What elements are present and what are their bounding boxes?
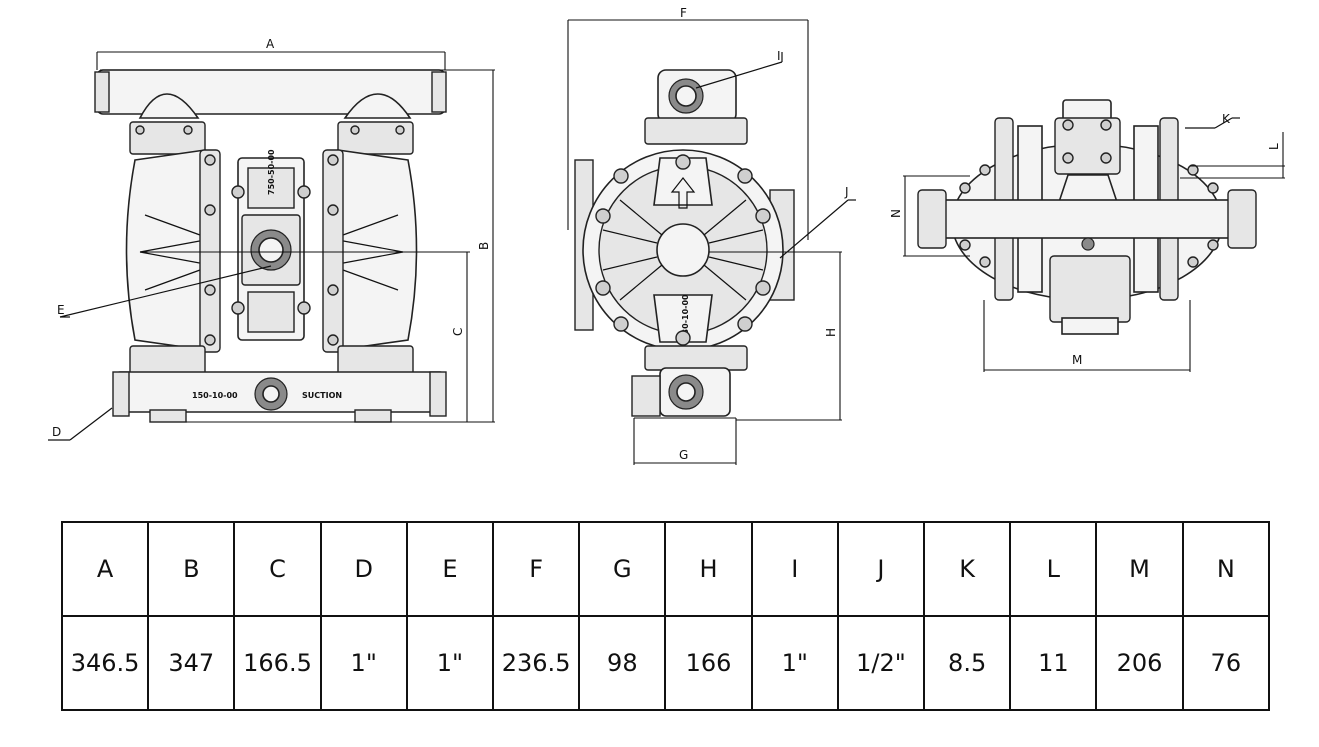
- value-cell: 76: [1181, 615, 1271, 711]
- value-cell: 1": [405, 615, 495, 711]
- label-c: C: [451, 328, 465, 336]
- header-cell: L: [1009, 521, 1098, 617]
- header-cell: A: [60, 521, 150, 617]
- header-cell: F: [492, 521, 581, 617]
- value-cell: 98: [578, 615, 667, 711]
- label-e: E: [57, 303, 65, 317]
- label-j: J: [844, 185, 849, 199]
- label-i: I: [777, 49, 781, 63]
- value-cell: 1/2": [836, 615, 926, 711]
- label-d: D: [52, 425, 61, 439]
- header-cell: H: [664, 521, 753, 617]
- label-g: G: [679, 448, 688, 462]
- value-cell: 1": [319, 615, 408, 711]
- suction-part-stamp: 150-10-00: [192, 391, 238, 400]
- header-cell: J: [836, 521, 926, 617]
- value-cell: 347: [147, 615, 236, 711]
- header-cell: C: [233, 521, 322, 617]
- label-f: F: [680, 6, 687, 20]
- label-h: H: [824, 328, 838, 337]
- dimension-table: A B C D E F G H I J K L M N 346.5 347 16…: [60, 521, 1271, 711]
- center-part-stamp: 750-50-00: [267, 149, 276, 195]
- label-k: K: [1222, 112, 1231, 126]
- header-cell: I: [750, 521, 839, 617]
- label-m: M: [1072, 353, 1082, 367]
- label-a: A: [266, 37, 275, 51]
- label-l: L: [1267, 143, 1281, 150]
- dimension-header-row: A B C D E F G H I J K L M N: [60, 521, 1271, 617]
- value-cell: 11: [1009, 615, 1098, 711]
- side-view: F 230-10-00: [567, 6, 856, 465]
- header-cell: B: [147, 521, 236, 617]
- top-view: K L N M: [889, 99, 1285, 372]
- value-cell: 8.5: [923, 615, 1012, 711]
- value-cell: 166.5: [233, 615, 322, 711]
- technical-drawing: 750-50-00 150-10-00 SUCTION A B C E: [48, 6, 1285, 465]
- value-cell: 1": [750, 615, 839, 711]
- header-cell: K: [923, 521, 1012, 617]
- value-cell: 206: [1095, 615, 1184, 711]
- value-cell: 166: [664, 615, 753, 711]
- suction-word-stamp: SUCTION: [302, 391, 342, 400]
- value-cell: 346.5: [60, 615, 150, 711]
- header-cell: E: [405, 521, 495, 617]
- front-view: 750-50-00 150-10-00 SUCTION A B C E: [48, 37, 495, 441]
- label-b: B: [477, 242, 491, 250]
- label-n: N: [889, 209, 903, 218]
- header-cell: D: [319, 521, 408, 617]
- chamber-part-stamp: 230-10-00: [681, 294, 690, 340]
- header-cell: N: [1181, 521, 1271, 617]
- header-cell: G: [578, 521, 667, 617]
- dimension-value-row: 346.5 347 166.5 1" 1" 236.5 98 166 1" 1/…: [60, 615, 1271, 711]
- header-cell: M: [1095, 521, 1184, 617]
- value-cell: 236.5: [492, 615, 581, 711]
